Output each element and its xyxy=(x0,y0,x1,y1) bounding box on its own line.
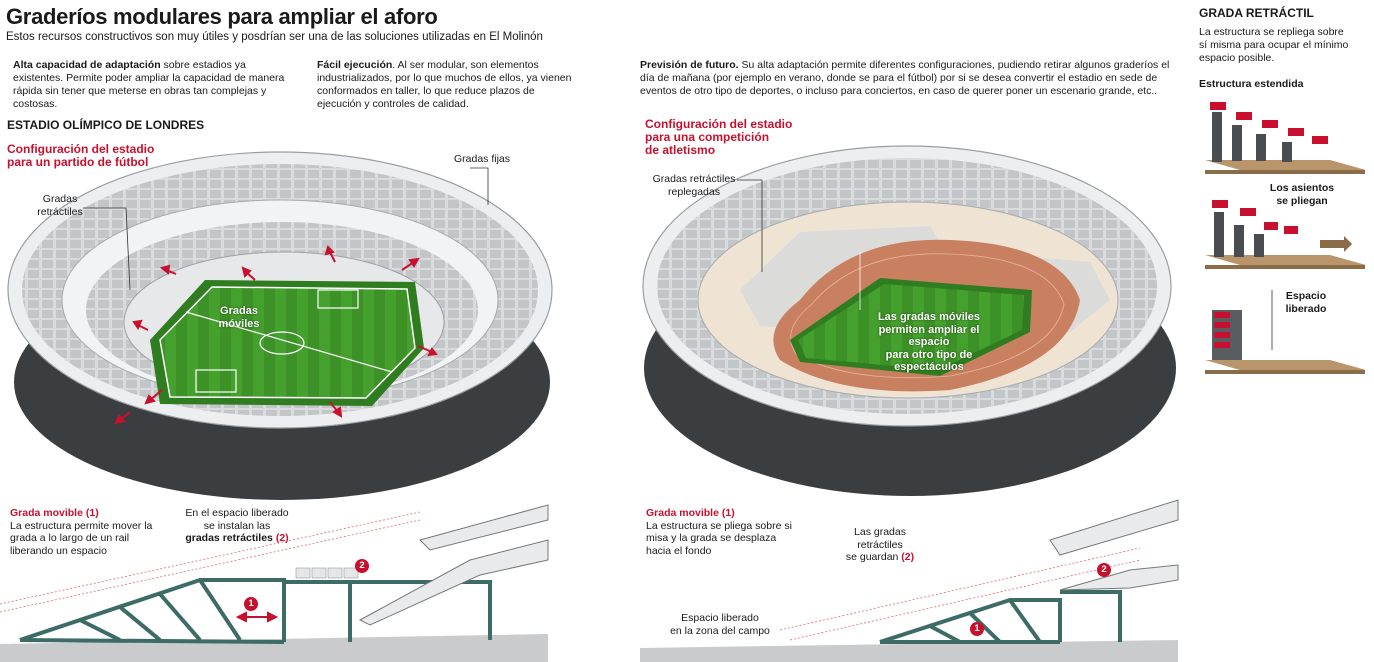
badge-folded: 1 xyxy=(970,622,984,636)
caption-title: Grada movible (1) xyxy=(10,507,99,519)
label-line: liberado xyxy=(1285,302,1327,315)
intro-paragraph-adaptation: Alta capacidad de adaptación sobre estad… xyxy=(13,59,295,111)
label-line: Gradas xyxy=(42,193,78,205)
label-line: replegadas xyxy=(668,185,720,198)
caption-line: en la zona del campo xyxy=(670,624,770,637)
caption-line: grada a lo largo de un rail xyxy=(10,532,130,544)
section-left-caption: Grada movible (1) La estructura permite … xyxy=(10,507,152,557)
retractable-stands-label: Gradas retráctiles xyxy=(30,193,90,218)
expansion-arrows xyxy=(114,245,438,425)
ground xyxy=(0,634,548,662)
caption-line: La estructura se pliega sobre si xyxy=(646,519,792,532)
freed-field-note: Espacio liberado en la zona del campo xyxy=(664,612,776,637)
caption-line: La estructura permite mover la xyxy=(10,519,153,532)
label-line: espectáculos xyxy=(894,361,964,373)
caption-line: Espacio liberado xyxy=(681,612,759,624)
seats-fold-label: Los asientos se pliegan xyxy=(1262,182,1342,207)
intro-bold: Previsión de futuro. xyxy=(640,59,739,71)
config-line: de atletismo xyxy=(645,143,716,157)
label-line: móviles xyxy=(218,317,260,330)
sidebar-description: La estructura se repliega sobre sí misma… xyxy=(1199,26,1359,65)
label-line: Gradas xyxy=(220,305,258,317)
caption-line: misa y la grada se desplaza xyxy=(646,532,777,544)
intro-text: sobre estadios ya existentes. Permite po… xyxy=(13,59,285,110)
ground xyxy=(640,640,1178,662)
page-subtitle: Estos recursos constructivos son muy úti… xyxy=(6,31,543,43)
rail-arrow xyxy=(235,611,279,623)
label-line: Gradas retráctiles xyxy=(652,173,736,185)
intro-bold: Alta capacidad de adaptación xyxy=(13,59,161,71)
leader-folded xyxy=(737,179,763,272)
desc-line: La estructura se repliega sobre xyxy=(1199,26,1344,38)
caption-line: En el espacio liberado xyxy=(185,507,289,519)
folding-structure xyxy=(1205,200,1366,269)
desc-line: espacio posible. xyxy=(1199,52,1275,64)
retractable-stand-block xyxy=(295,567,359,579)
intro-bold: Fácil ejecución xyxy=(317,59,393,71)
sidebar-extended-label: Estructura estendida xyxy=(1199,78,1304,90)
freed-space-label: Espacio liberado xyxy=(1276,290,1336,315)
fixed-upper-stand xyxy=(358,504,549,626)
intro-text: . Al ser modular, son elementos industri… xyxy=(317,59,572,110)
sidebar-title: GRADA RETRÁCTIL xyxy=(1199,6,1314,20)
badge-retractable: 2 xyxy=(355,559,369,573)
label-line: retráctiles xyxy=(37,205,83,218)
leader-retractable xyxy=(83,207,131,291)
caption-line: retráctiles xyxy=(857,538,903,551)
badge-movable: 1 xyxy=(244,597,258,611)
leader-fixed xyxy=(470,167,489,205)
label-line: se pliegan xyxy=(1276,194,1328,207)
caption-bold: gradas retráctiles xyxy=(185,532,273,544)
caption-line: se guardan xyxy=(845,551,899,563)
mobile-stands-note: Las gradas móviles permiten ampliar el e… xyxy=(858,311,1000,374)
freed-space-note: En el espacio liberado se instalan las g… xyxy=(178,507,296,545)
label-line: Los asientos xyxy=(1269,182,1335,194)
intro-paragraph-execution: Fácil ejecución. Al ser modular, son ele… xyxy=(317,59,579,111)
badge-stored: 2 xyxy=(1097,563,1111,577)
compact-structure xyxy=(1205,290,1366,374)
fixed-upper-stand xyxy=(1049,499,1179,591)
caption-line: hacia el fondo xyxy=(646,544,712,557)
extended-structure xyxy=(1205,102,1366,174)
caption-line: se instalan las xyxy=(203,519,271,532)
config-line: Configuración del estadio xyxy=(7,142,155,156)
caption-line: Las gradas xyxy=(854,526,906,538)
config-athletics-label: Configuración del estadio para una compe… xyxy=(645,118,792,157)
config-football-label: Configuración del estadio para un partid… xyxy=(7,143,154,169)
caption-title: Grada movible (1) xyxy=(646,507,735,519)
folded-stands-label: Gradas retráctiles replegadas xyxy=(648,173,740,198)
athletics-track xyxy=(773,239,1080,392)
label-line: permiten ampliar el espacio xyxy=(878,323,980,349)
folded-stand-structure xyxy=(879,590,1122,644)
intro-text: Su alta adaptación permite diferentes co… xyxy=(640,59,1170,97)
caption-num: (2) xyxy=(898,551,915,563)
section-right-caption: Grada movible (1) La estructura se plieg… xyxy=(646,507,792,557)
config-line: para una competición xyxy=(645,130,770,144)
label-line: Las gradas móviles xyxy=(877,311,981,323)
config-line: para un partido de fútbol xyxy=(7,155,149,169)
sightline xyxy=(779,547,1141,631)
mobile-stands-label: Gradas móviles xyxy=(210,305,268,330)
label-line: Espacio xyxy=(1285,290,1327,302)
caption-line: liberando un espacio xyxy=(10,544,107,557)
label-line: para otro tipo de xyxy=(885,348,973,361)
page-title: Graderíos modulares para ampliar el afor… xyxy=(6,4,438,29)
config-line: Configuración del estadio xyxy=(645,117,793,131)
stored-stands-note: Las gradas retráctiles se guardan (2) xyxy=(836,526,924,564)
caption-num: (2) xyxy=(272,532,289,544)
football-pitch xyxy=(150,280,424,406)
fixed-stands-label: Gradas fijas xyxy=(454,153,511,165)
intro-paragraph-future: Previsión de futuro. Su alta adaptación … xyxy=(640,59,1170,98)
desc-line: sí misma para ocupar el mínimo xyxy=(1199,39,1349,51)
stadium-heading: ESTADIO OLÍMPICO DE LONDRES xyxy=(7,118,205,132)
